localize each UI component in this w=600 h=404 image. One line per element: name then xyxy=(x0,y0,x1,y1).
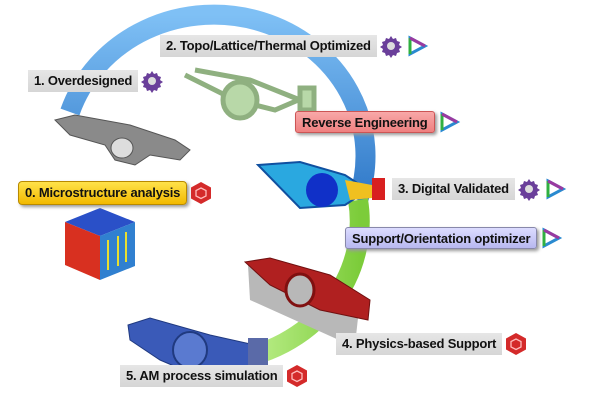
support-orientation-label: Support/Orientation optimizer xyxy=(345,227,538,249)
step-5-label: 5. AM process simulation xyxy=(120,365,284,387)
gear-icon xyxy=(379,36,402,58)
step-3-row: 3. Digital Validated xyxy=(392,177,567,201)
physics-support-part xyxy=(243,257,371,345)
step-2-label: 2. Topo/Lattice/Thermal Optimized xyxy=(160,35,377,57)
red-hexagon-cube-icon xyxy=(191,182,212,204)
reverse-engineering-row: Reverse Engineering xyxy=(295,110,461,134)
play-triangle-icon xyxy=(440,111,460,133)
digital-validated-part xyxy=(255,160,385,210)
step-4-label: 4. Physics-based Support xyxy=(336,333,503,355)
play-triangle-icon xyxy=(542,227,563,249)
play-triangle-icon xyxy=(546,178,567,200)
step-1-row: 1. Overdesigned xyxy=(28,69,164,93)
red-hexagon-cube-icon xyxy=(287,365,308,387)
overdesigned-part xyxy=(54,114,191,166)
step-2-row: 2. Topo/Lattice/Thermal Optimized xyxy=(160,34,429,58)
gear-icon xyxy=(141,71,164,93)
play-triangle-icon xyxy=(408,35,428,57)
step-0-row: 0. Microstructure analysis xyxy=(18,181,213,205)
blue-arc xyxy=(60,4,376,204)
microstructure-cube xyxy=(65,208,135,280)
topology-optimized-part xyxy=(183,67,317,121)
gear-icon xyxy=(517,179,540,201)
support-orientation-row: Support/Orientation optimizer xyxy=(345,226,563,250)
step-4-row: 4. Physics-based Support xyxy=(336,332,528,356)
step-1-label: 1. Overdesigned xyxy=(28,70,139,92)
reverse-engineering-label: Reverse Engineering xyxy=(295,111,435,133)
red-hexagon-cube-icon xyxy=(506,333,527,355)
step-5-row: 5. AM process simulation xyxy=(120,364,309,388)
step-3-label: 3. Digital Validated xyxy=(392,178,515,200)
step-0-label: 0. Microstructure analysis xyxy=(18,181,188,205)
